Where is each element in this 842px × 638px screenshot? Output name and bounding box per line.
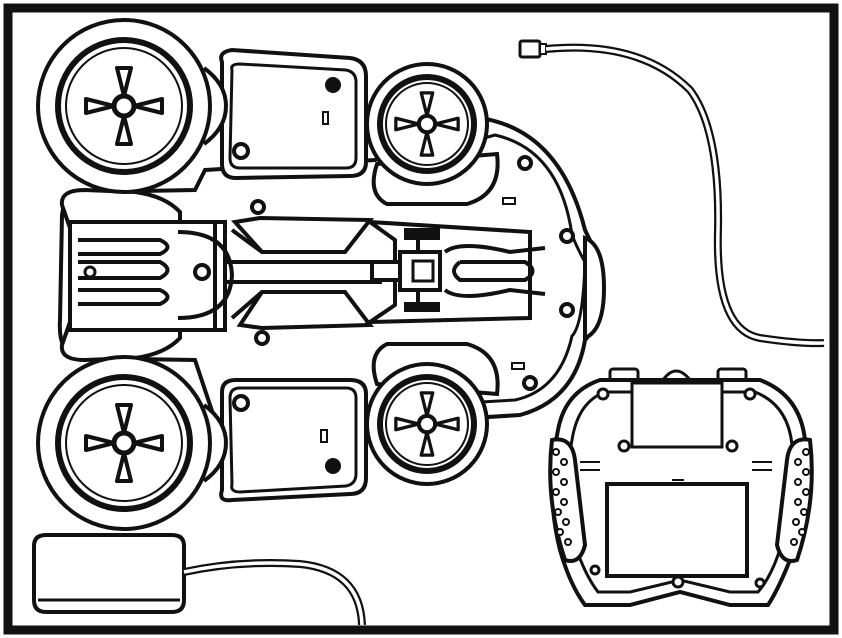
battery-cover-top: [219, 47, 368, 181]
cable-with-connector: [518, 39, 825, 348]
wheel-front-right: [365, 62, 500, 206]
wheel-rear-left: [36, 355, 229, 531]
power-adapter: [32, 533, 366, 626]
remote-control: [548, 367, 814, 607]
wheel-rear-right: [365, 342, 500, 486]
motor-housing: [68, 220, 235, 332]
wheel-front-left: [36, 18, 229, 194]
battery-cover-bottom: [219, 378, 368, 503]
border-frame: [3, 3, 839, 635]
